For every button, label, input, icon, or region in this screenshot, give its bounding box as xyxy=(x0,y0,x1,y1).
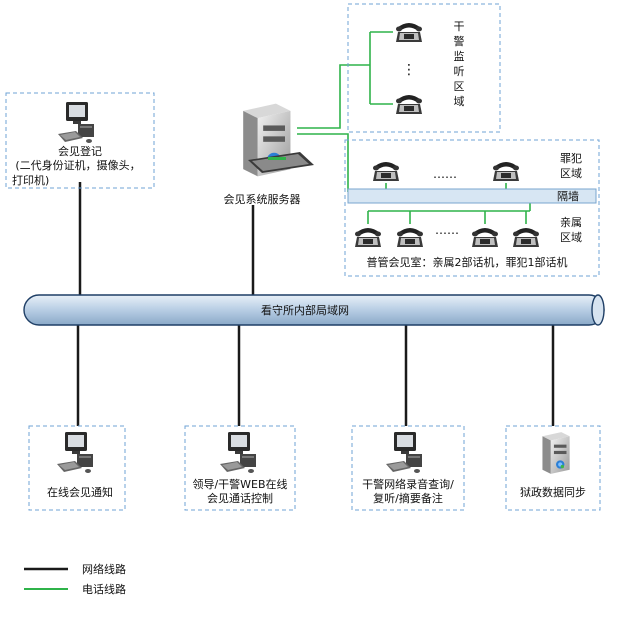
lan-label: 看守所内部局域网 xyxy=(261,303,349,317)
relative-phone-3-icon xyxy=(472,228,498,247)
relative-area-label-2: 区域 xyxy=(560,231,582,244)
svg-text:警: 警 xyxy=(454,34,465,48)
registration-title: 会见登记 xyxy=(58,144,102,158)
monitoring-phone-bottom-icon xyxy=(396,95,422,114)
meeting-server-icon xyxy=(243,103,314,177)
svg-text:听: 听 xyxy=(454,65,465,78)
svg-text:域: 域 xyxy=(454,95,465,108)
online-notice-pc-icon xyxy=(57,432,93,473)
registration-box xyxy=(5,92,155,189)
recording-pc-icon xyxy=(386,432,422,473)
relative-phones-ellipsis: …… xyxy=(435,223,459,237)
meeting-room-box xyxy=(344,139,600,277)
meeting-room-label: 普管会见室：亲属2部话机，罪犯1部话机 xyxy=(367,255,568,269)
web-control-label-1: 领导/干警WEB在线 xyxy=(192,477,287,491)
registration-pc-icon xyxy=(58,102,94,143)
prison-sync-box xyxy=(505,425,601,511)
prisoner-phones-ellipsis: …… xyxy=(433,167,457,181)
registration-devices-end: 打印机) xyxy=(12,173,49,187)
recording-label-2: 复听/摘要备注 xyxy=(373,491,443,505)
svg-text:监: 监 xyxy=(454,50,465,63)
relative-area-label-1: 亲属 xyxy=(560,215,582,229)
prisoner-phone-left-icon xyxy=(373,162,399,181)
web-control-label-2: 会见通话控制 xyxy=(207,491,273,505)
web-control-pc-icon xyxy=(220,432,256,473)
prison-sync-server-icon xyxy=(542,432,570,474)
legend: 网络线路 电话线路 xyxy=(24,562,126,596)
svg-text:干: 干 xyxy=(454,20,465,33)
legend-network-label: 网络线路 xyxy=(82,562,126,576)
online-notice-label: 在线会见通知 xyxy=(47,485,113,499)
lan-pipe xyxy=(23,294,605,326)
monitoring-phone-top-icon xyxy=(396,23,422,42)
svg-text:区: 区 xyxy=(454,80,465,93)
partition-wall-label: 隔墙 xyxy=(557,189,579,203)
web-control-box xyxy=(184,425,296,511)
relative-phone-1-icon xyxy=(355,228,381,247)
recording-box xyxy=(351,425,465,511)
recording-label-1: 干警网络录音查询/ xyxy=(362,477,454,491)
legend-phone-label: 电话线路 xyxy=(82,582,126,596)
relative-phone-2-icon xyxy=(397,228,423,247)
partition-wall xyxy=(347,188,597,204)
server-label: 会见系统服务器 xyxy=(224,193,301,206)
prisoner-phone-right-icon xyxy=(493,162,519,181)
monitoring-area-label: 干 警 监 听 区 域 xyxy=(454,20,465,108)
prison-sync-label: 狱政数据同步 xyxy=(520,485,586,499)
online-notice-box xyxy=(28,425,126,511)
monitoring-ellipsis: ⋮ xyxy=(402,62,416,78)
prisoner-area-label-1: 罪犯 xyxy=(560,152,582,165)
prisoner-area-label-2: 区域 xyxy=(560,167,582,180)
registration-devices: (二代身份证机，摄像头， xyxy=(15,158,140,172)
relative-phone-4-icon xyxy=(513,228,539,247)
